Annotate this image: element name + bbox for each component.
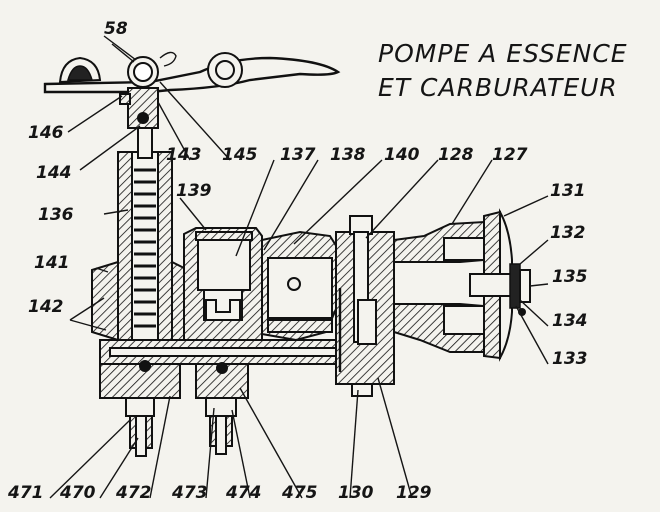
diaphragm-cover <box>469 208 531 362</box>
callout-134: 134 <box>552 311 588 331</box>
callout-145: 145 <box>222 145 258 165</box>
title-line-2: ET CARBURATEUR <box>378 73 618 102</box>
pump-arm <box>393 220 485 353</box>
lower-fittings <box>125 360 237 457</box>
callout-132: 132 <box>550 223 586 243</box>
pump-rod-assembly <box>91 127 189 343</box>
base-channel <box>99 339 381 399</box>
callout-472: 472 <box>115 483 152 503</box>
leader-lines <box>49 35 549 499</box>
callout-labels: 58 146 144 143 145 137 138 140 128 127 1… <box>7 19 588 503</box>
callout-474: 474 <box>225 483 262 503</box>
callout-146: 146 <box>28 123 64 143</box>
callout-130: 130 <box>338 483 374 503</box>
callout-129: 129 <box>396 483 432 503</box>
callout-131: 131 <box>550 181 586 201</box>
callout-144: 144 <box>36 163 72 183</box>
float-chamber <box>183 227 263 341</box>
callout-133: 133 <box>552 349 588 369</box>
callout-141: 141 <box>34 253 70 273</box>
callout-58: 58 <box>104 19 128 39</box>
callout-140: 140 <box>384 145 420 165</box>
callout-473: 473 <box>171 483 208 503</box>
rocker-lever <box>43 43 341 129</box>
callout-135: 135 <box>552 267 588 287</box>
needle-valve-block <box>335 215 395 397</box>
callout-139: 139 <box>176 181 212 201</box>
callout-471: 471 <box>7 483 44 503</box>
callout-143: 143 <box>166 145 202 165</box>
callout-128: 128 <box>438 145 474 165</box>
callout-137: 137 <box>280 145 316 165</box>
callout-138: 138 <box>330 145 366 165</box>
callout-127: 127 <box>492 145 528 165</box>
callout-475: 475 <box>281 483 318 503</box>
carburettor-body <box>261 230 341 342</box>
callout-142: 142 <box>28 297 64 317</box>
title-line-1: POMPE A ESSENCE <box>378 39 628 68</box>
callout-470: 470 <box>59 483 96 503</box>
callout-136: 136 <box>38 205 74 225</box>
